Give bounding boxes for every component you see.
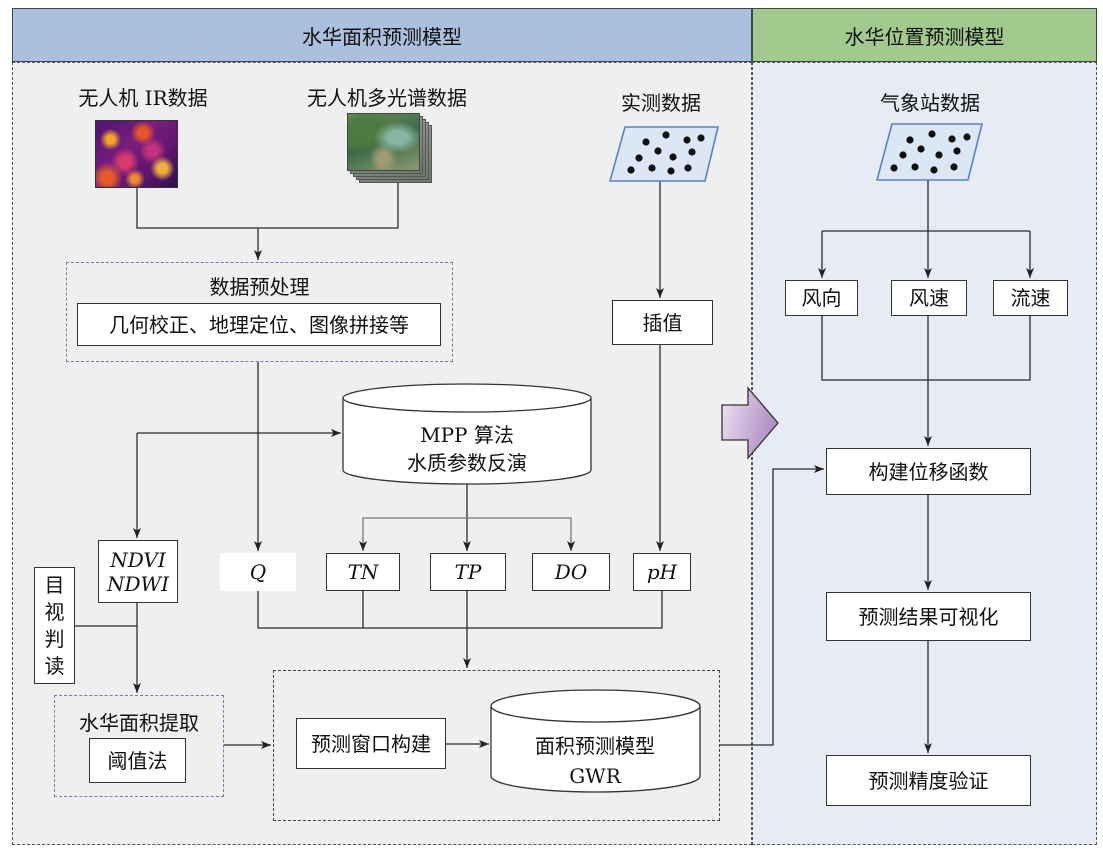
preprocess-steps-box: 几何校正、地理定位、图像拼接等 <box>77 303 441 346</box>
param-do-box: DO <box>532 553 610 591</box>
wind-speed-box: 风速 <box>891 280 967 316</box>
mpp-line2: 水质参数反演 <box>407 451 527 475</box>
station-data-icon <box>875 123 984 181</box>
threshold-box: 阈值法 <box>89 738 186 783</box>
ndvi-label: NDVI <box>110 547 166 572</box>
multispectral-image <box>347 113 420 171</box>
field-data-label: 实测数据 <box>621 91 701 115</box>
gwr-line1: 面积预测模型 <box>535 734 655 758</box>
param-q-box: Q <box>220 553 296 591</box>
gwr-group <box>273 670 720 821</box>
mpp-line1: MPP 算法 <box>420 423 514 447</box>
index-box: NDVI NDWI <box>98 540 178 603</box>
ir-thermal-image <box>95 120 178 188</box>
displacement-function-box: 构建位移函数 <box>826 448 1031 495</box>
visual-interpretation-label: 目视判读 <box>44 572 65 678</box>
flow-speed-box: 流速 <box>993 280 1068 316</box>
gwr-cylinder: 面积预测模型 GWR <box>490 689 701 793</box>
connector-params-merge <box>257 591 663 629</box>
header-left: 水华面积预测模型 <box>12 8 752 62</box>
ndwi-label: NDWI <box>107 571 169 596</box>
connector-gwr-to-displacement <box>720 465 824 746</box>
param-tp-box: TP <box>430 553 506 591</box>
preprocess-group <box>66 262 453 362</box>
connector-to-tn <box>359 517 467 551</box>
extract-title: 水华面积提取 <box>79 711 199 735</box>
param-tn-box: TN <box>326 553 400 591</box>
header-right: 水华位置预测模型 <box>752 8 1097 62</box>
wind-direction-box: 风向 <box>785 280 858 316</box>
station-data-label: 气象站数据 <box>880 91 980 115</box>
connector-ir-ms-merge <box>136 183 399 229</box>
connector-factors-merge <box>821 316 1031 381</box>
visual-interpretation-box: 目视判读 <box>34 567 75 684</box>
prediction-window-box: 预测窗口构建 <box>296 718 446 769</box>
mpp-cylinder: MPP 算法 水质参数反演 <box>342 383 592 485</box>
ir-data-label: 无人机 IR数据 <box>78 86 208 110</box>
visualization-box: 预测结果可视化 <box>826 592 1031 641</box>
multispectral-data-label: 无人机多光谱数据 <box>307 86 467 110</box>
index-labels: NDVI NDWI <box>107 548 169 596</box>
extract-group <box>54 695 224 797</box>
field-data-icon <box>608 126 720 182</box>
connector-station-branch <box>822 180 1030 232</box>
interpolation-box: 插值 <box>612 300 713 345</box>
accuracy-validation-box: 预测精度验证 <box>826 755 1031 806</box>
preprocess-title: 数据预处理 <box>209 275 310 299</box>
connector-to-do <box>467 517 575 551</box>
param-ph-box: pH <box>633 553 691 591</box>
transition-arrow-icon <box>721 386 779 460</box>
gwr-line2: GWR <box>569 764 622 788</box>
